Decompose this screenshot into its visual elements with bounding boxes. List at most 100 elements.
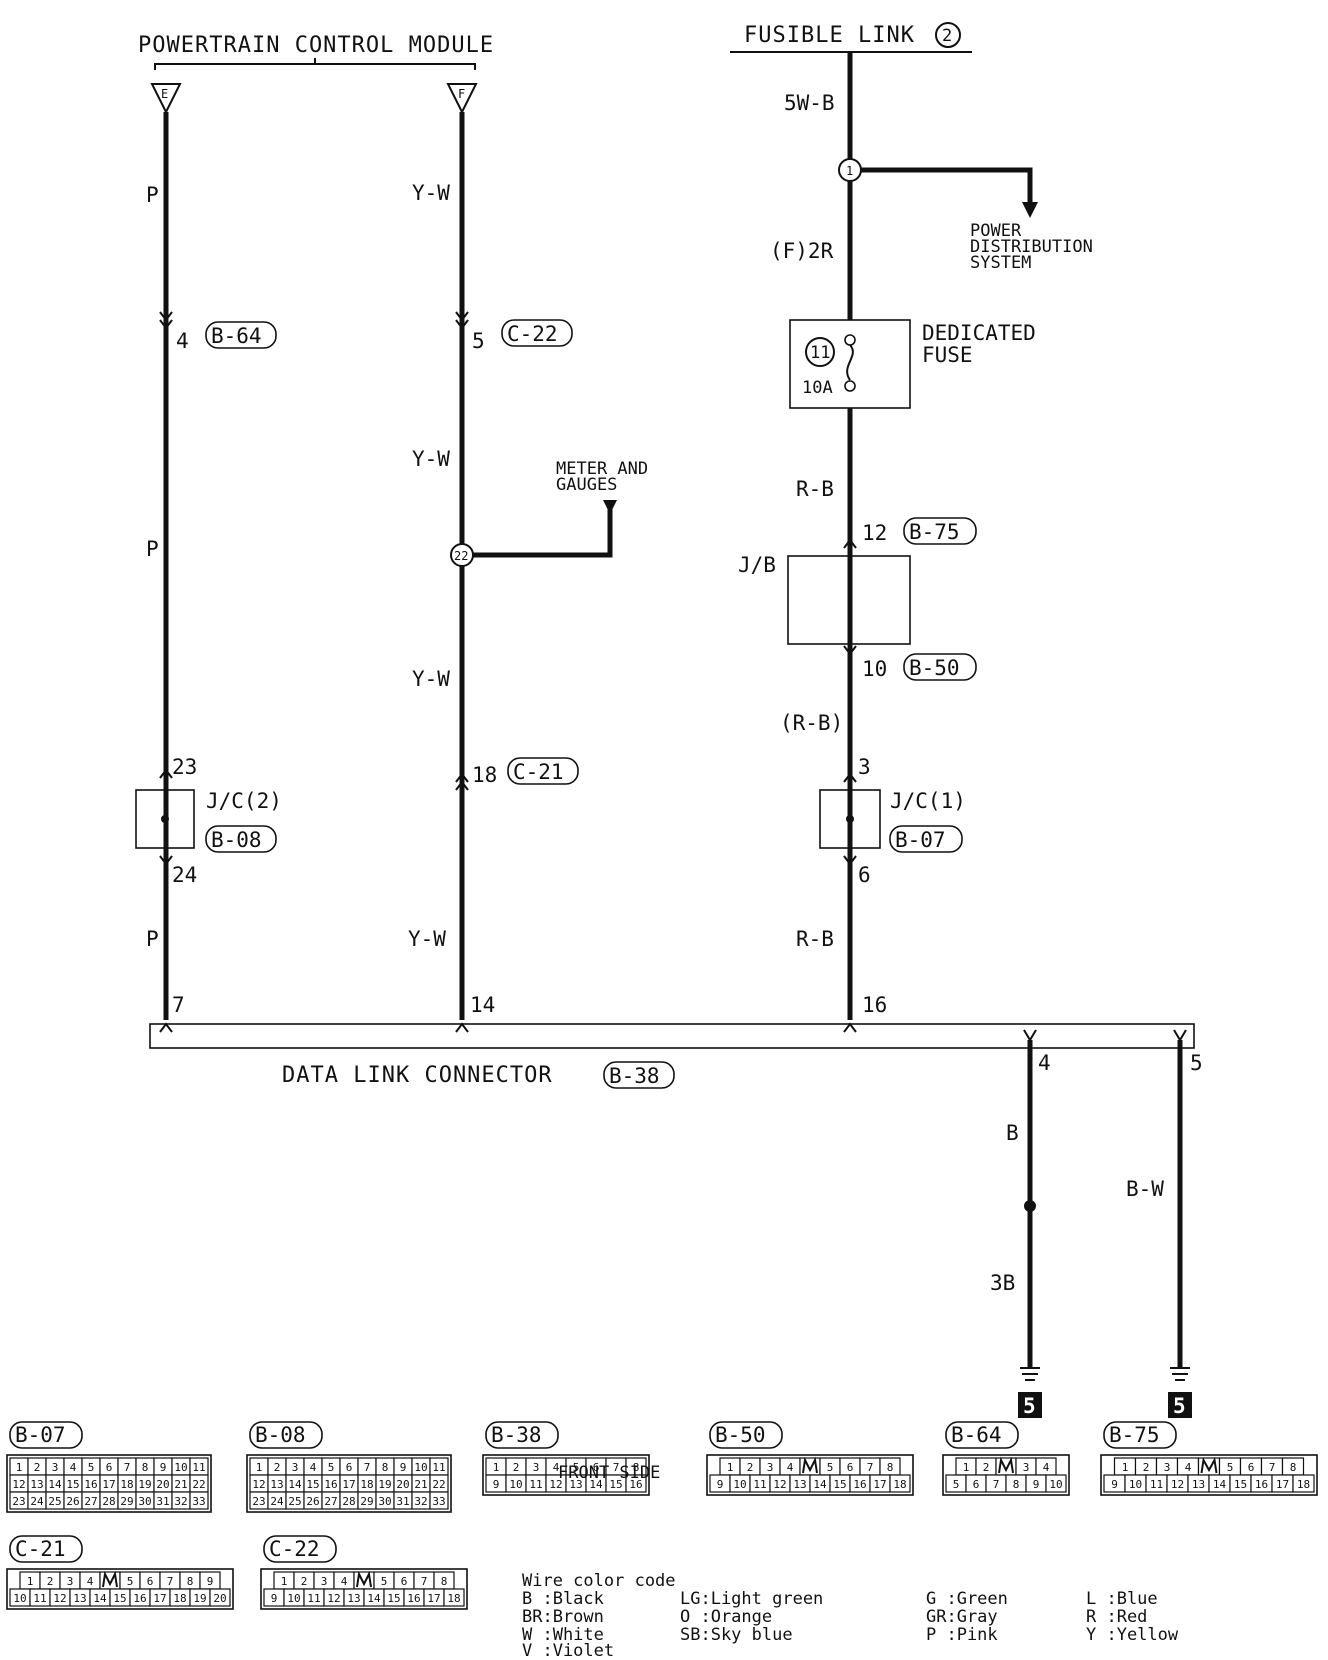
connector-view-frame bbox=[6, 1568, 234, 1610]
connector-pin-number: 8 bbox=[382, 1461, 389, 1474]
svg-text:22: 22 bbox=[454, 549, 468, 563]
connector-pin-number: 7 bbox=[167, 1575, 174, 1588]
legend-item: P :Pink bbox=[926, 1625, 998, 1645]
ground-number-badge bbox=[1168, 1392, 1192, 1418]
pin-3: 3 bbox=[858, 755, 871, 779]
connector-pin-number: 4 bbox=[87, 1575, 94, 1588]
connector-pin-number: 15 bbox=[609, 1478, 622, 1491]
connector-view-frame bbox=[942, 1454, 1070, 1496]
connector-view-label: B-07 bbox=[15, 1423, 66, 1447]
connector-pin-number: 17 bbox=[102, 1478, 115, 1491]
connector-pin-number: 24 bbox=[270, 1495, 284, 1508]
connector-view-frame bbox=[1100, 1454, 1318, 1496]
connector-pin-number: 5 bbox=[573, 1461, 580, 1474]
connector-view-frame bbox=[260, 1568, 468, 1610]
connector-pin-number: 1 bbox=[493, 1461, 500, 1474]
connector-view-label: B-75 bbox=[1109, 1423, 1160, 1447]
wire-label-p: P bbox=[146, 183, 159, 207]
wire-label-y-w: Y-W bbox=[412, 181, 450, 205]
connector-pin-number: 27 bbox=[84, 1495, 97, 1508]
connector-pin-number: 4 bbox=[1043, 1461, 1050, 1474]
connector-tag-b08 bbox=[205, 825, 277, 853]
jc1-label: J/C(1) bbox=[890, 789, 966, 813]
svg-text:2: 2 bbox=[942, 26, 952, 46]
connector-pin-number: 16 bbox=[629, 1478, 642, 1491]
pin-12: 12 bbox=[862, 521, 887, 545]
legend-item: LG:Light green bbox=[680, 1589, 823, 1609]
connector-pin-number: 12 bbox=[1171, 1478, 1184, 1491]
connector-tag-b64 bbox=[205, 321, 277, 349]
connector-pin-number: 30 bbox=[138, 1495, 151, 1508]
connector-pin-number: 11 bbox=[33, 1592, 46, 1605]
connector-key-icon bbox=[998, 1456, 1014, 1474]
connector-pin-number: 12 bbox=[53, 1592, 66, 1605]
connector-pin-number: 7 bbox=[1269, 1461, 1276, 1474]
connector-pin-number: 9 bbox=[1111, 1478, 1118, 1491]
pin-23: 23 bbox=[172, 755, 197, 779]
connector-pin-number: 20 bbox=[213, 1592, 226, 1605]
connector-pin-number: 8 bbox=[1013, 1478, 1020, 1491]
connector-pin-number: 23 bbox=[12, 1495, 25, 1508]
connector-pin-number: 32 bbox=[414, 1495, 427, 1508]
connector-tag-c22 bbox=[501, 319, 573, 347]
connector-pin-number: 29 bbox=[360, 1495, 373, 1508]
connector-pin-number: 12 bbox=[327, 1592, 340, 1605]
pcm-terminal-e bbox=[150, 83, 182, 115]
legend-item: Y :Yellow bbox=[1086, 1625, 1179, 1645]
connector-pin-number: 28 bbox=[102, 1495, 115, 1508]
connector-pin-number: 18 bbox=[1297, 1478, 1310, 1491]
connector-view-label: C-21 bbox=[15, 1537, 66, 1561]
connector-label-c21: C-21 bbox=[513, 760, 564, 784]
legend-item: G :Green bbox=[926, 1589, 1008, 1609]
connector-pin-number: 20 bbox=[156, 1478, 169, 1491]
splice-dot bbox=[1024, 1200, 1036, 1212]
connector-pin-number: 14 bbox=[367, 1592, 381, 1605]
connector-pin-number: 17 bbox=[1276, 1478, 1289, 1491]
connector-pin-number: 3 bbox=[767, 1461, 774, 1474]
wire-to-meter bbox=[473, 502, 613, 558]
connector-pin-number: 14 bbox=[589, 1478, 603, 1491]
connector-view-frame bbox=[706, 1454, 914, 1496]
connector-pin-number: 7 bbox=[124, 1461, 131, 1474]
connector-pin-number: 2 bbox=[513, 1461, 520, 1474]
connector-pin-number: 32 bbox=[174, 1495, 187, 1508]
connector-pin-cell bbox=[209, 1588, 231, 1607]
connector-pin-number: 29 bbox=[120, 1495, 133, 1508]
connector-pin-number: 7 bbox=[364, 1461, 371, 1474]
connector-pin-number: 9 bbox=[1033, 1478, 1040, 1491]
connector-key-icon bbox=[1200, 1456, 1218, 1474]
connector-view-frame bbox=[6, 1454, 212, 1513]
connector-pin-number: 13 bbox=[347, 1592, 360, 1605]
connector-pin-number: 21 bbox=[174, 1478, 187, 1491]
connector-pin-number: 9 bbox=[717, 1478, 724, 1491]
legend-title: Wire color code bbox=[522, 1571, 676, 1591]
connector-pin-number: 33 bbox=[192, 1495, 205, 1508]
connector-pin-number: 6 bbox=[106, 1461, 113, 1474]
connector-pin-number: 10 bbox=[509, 1478, 522, 1491]
meter-label: METER AND bbox=[556, 459, 648, 479]
connector-pin-number: 12 bbox=[549, 1478, 562, 1491]
connector-pin-number: 24 bbox=[30, 1495, 44, 1508]
power-distribution-label: SYSTEM bbox=[970, 253, 1031, 273]
legend-item: BR:Brown bbox=[522, 1607, 604, 1627]
connector-view-frame bbox=[482, 1454, 650, 1496]
connector-pin-number: 12 bbox=[12, 1478, 25, 1491]
connector-label-b50: B-50 bbox=[909, 656, 960, 680]
connector-key-icon bbox=[802, 1456, 818, 1474]
connector-pin-number: 28 bbox=[342, 1495, 355, 1508]
junction-connector-1 bbox=[819, 789, 881, 849]
connector-pin-number: 7 bbox=[421, 1575, 428, 1588]
wire-label-r-b: R-B bbox=[796, 477, 834, 501]
connector-pin-number: 26 bbox=[306, 1495, 319, 1508]
pcm-title: POWERTRAIN CONTROL MODULE bbox=[138, 33, 494, 58]
legend-item: B :Black bbox=[522, 1589, 604, 1609]
connector-pin-number: 19 bbox=[378, 1478, 391, 1491]
connector-pin-number: 17 bbox=[153, 1592, 166, 1605]
pcm-terminal-f-label: F bbox=[458, 87, 465, 101]
connector-pin-number: 7 bbox=[867, 1461, 874, 1474]
